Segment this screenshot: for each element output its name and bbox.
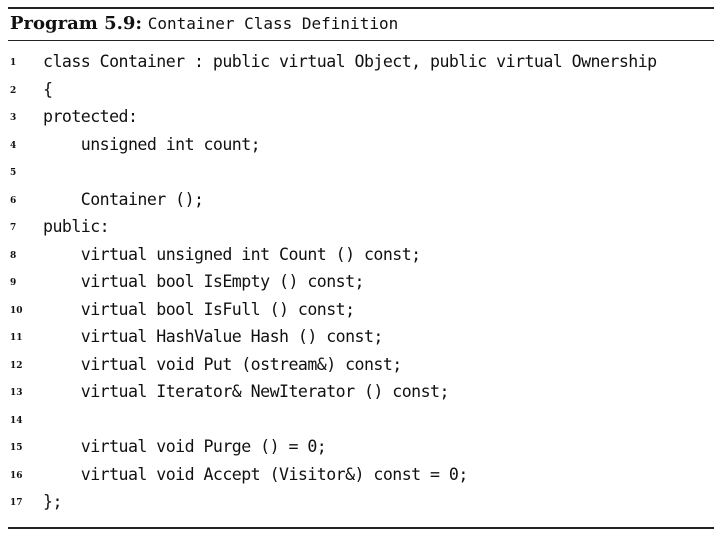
line-number: 9	[10, 278, 17, 288]
code-line: 8 virtual unsigned int Count () const;	[0, 241, 720, 269]
code-text: unsigned int count;	[43, 134, 261, 154]
top-rule	[8, 7, 714, 9]
bottom-rule	[8, 527, 714, 529]
line-number: 10	[10, 305, 23, 316]
line-number: 4	[10, 140, 17, 151]
line-number: 7	[10, 223, 17, 233]
line-number: 5	[10, 168, 17, 178]
code-line: 14	[0, 406, 720, 434]
code-text: virtual unsigned int Count () const;	[43, 244, 421, 264]
code-line: 17};	[0, 488, 720, 516]
line-number: 1	[10, 58, 17, 68]
code-text: };	[43, 492, 62, 511]
line-number: 2	[10, 85, 17, 96]
line-number: 14	[10, 415, 23, 426]
code-text: class Container : public virtual Object,…	[43, 52, 657, 71]
code-line: 7 public:	[0, 213, 720, 241]
code-text: public:	[43, 217, 110, 236]
code-text: virtual Iterator& NewIterator () const;	[43, 382, 450, 401]
code-line: 11 virtual HashValue Hash () const;	[0, 323, 720, 351]
code-line: 3 protected:	[0, 103, 720, 131]
code-line: 16 virtual void Accept (Visitor&) const …	[0, 461, 720, 489]
code-text: protected:	[43, 107, 138, 126]
code-text: Container ();	[43, 189, 204, 209]
line-number: 16	[10, 470, 23, 481]
code-line: 6 Container ();	[0, 186, 720, 214]
code-line: 1 class Container : public virtual Object…	[0, 48, 720, 76]
code-line: 12 virtual void Put (ostream&) const;	[0, 351, 720, 379]
code-line: 2{	[0, 76, 720, 104]
caption-label: Program 5.9:	[10, 13, 143, 34]
code-line: 4 unsigned int count;	[0, 131, 720, 159]
code-text: virtual void Put (ostream&) const;	[43, 354, 403, 374]
code-line: 15 virtual void Purge () = 0;	[0, 433, 720, 461]
line-number: 6	[10, 195, 17, 206]
caption-rule	[8, 40, 714, 41]
line-number: 8	[10, 250, 17, 261]
code-text: virtual bool IsFull () const;	[43, 299, 355, 319]
code-text: virtual void Purge () = 0;	[43, 437, 327, 456]
line-number: 3	[10, 113, 17, 123]
caption-title: Container Class Definition	[147, 14, 399, 33]
code-line: 10 virtual bool IsFull () const;	[0, 296, 720, 324]
program-caption: Program 5.9: Container Class Definition	[10, 12, 398, 36]
code-text: virtual HashValue Hash () const;	[43, 327, 384, 346]
line-number: 15	[10, 443, 23, 453]
line-number: 17	[10, 498, 23, 508]
code-line: 13 virtual Iterator& NewIterator () cons…	[0, 378, 720, 406]
line-number: 12	[10, 360, 23, 371]
code-listing: 1 class Container : public virtual Object…	[0, 48, 720, 516]
line-number: 13	[10, 388, 23, 398]
code-text: virtual bool IsEmpty () const;	[43, 272, 365, 291]
code-text: virtual void Accept (Visitor&) const = 0…	[43, 464, 469, 484]
code-line: 5	[0, 158, 720, 186]
code-text: {	[43, 79, 53, 99]
line-number: 11	[10, 333, 23, 343]
code-line: 9 virtual bool IsEmpty () const;	[0, 268, 720, 296]
